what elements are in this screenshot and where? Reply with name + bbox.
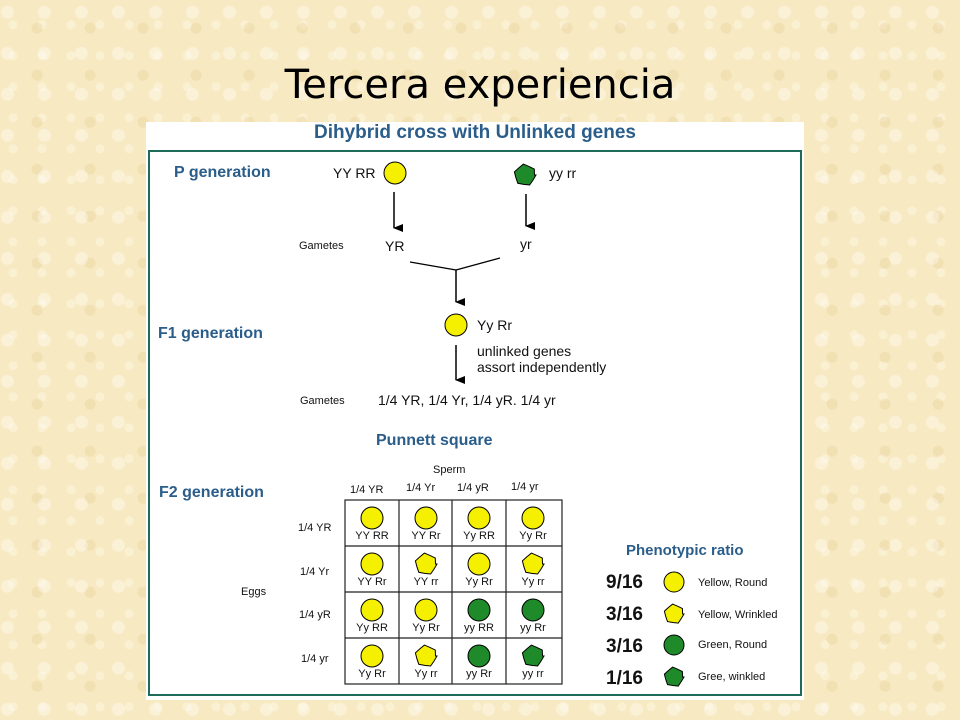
f1-gametes-list: 1/4 YR, 1/4 Yr, 1/4 yR. 1/4 yr — [378, 392, 556, 408]
punnett-cell-genotype: yy Rr — [520, 622, 546, 634]
egg-header-4: 1/4 yr — [301, 653, 329, 665]
punnett-cell-genotype: YY Rr — [357, 576, 387, 588]
f1-note-line1: unlinked genes — [477, 343, 572, 359]
sperm-header-1: 1/4 YR — [350, 484, 384, 496]
ratio-seed-icon — [663, 603, 685, 624]
f1-genotype: Yy Rr — [477, 317, 512, 333]
phenotype-label-3: Green, Round — [698, 639, 768, 651]
punnett-seed-icon — [414, 506, 438, 530]
phenotypic-ratio-title: Phenotypic ratio — [626, 542, 744, 559]
punnett-seed-icon — [467, 598, 491, 622]
phenotype-label-4: Gree, winkled — [698, 671, 766, 683]
f1-gametes-label: Gametes — [300, 395, 345, 407]
punnett-seed-icon — [360, 506, 384, 530]
punnett-title: Punnett square — [376, 432, 493, 449]
f1-generation-label: F1 generation — [158, 325, 263, 342]
punnett-cell-genotype: YY Rr — [411, 530, 441, 542]
ratio-value-3: 3/16 — [606, 636, 643, 657]
sperm-header-3: 1/4 yR — [457, 482, 489, 494]
eggs-label: Eggs — [241, 586, 267, 598]
punnett-cell-genotype: Yy RR — [463, 530, 495, 542]
gamete-merge-right — [455, 257, 501, 271]
punnett-seed-icon — [360, 598, 384, 622]
punnett-seed-icon — [521, 598, 545, 622]
punnett-cell-genotype: Yy Rr — [465, 576, 493, 588]
egg-header-2: 1/4 Yr — [300, 566, 330, 578]
sperm-header-2: 1/4 Yr — [406, 482, 436, 494]
p-gametes-label: Gametes — [299, 240, 344, 252]
f2-generation-label: F2 generation — [159, 484, 264, 501]
punnett-cell-genotype: Yy rr — [414, 668, 438, 680]
punnett-cell-genotype: Yy RR — [356, 622, 388, 634]
punnett-cell-genotype: yy rr — [522, 668, 544, 680]
punnett-grid — [344, 499, 563, 685]
parent1-seed-icon — [383, 161, 407, 185]
punnett-seed-icon — [414, 598, 438, 622]
f1-seed-icon — [444, 313, 468, 337]
punnett-seed-icon — [521, 506, 545, 530]
parent1-genotype: YY RR — [333, 165, 376, 181]
slide-title: Tercera experiencia — [284, 62, 676, 108]
parent2-genotype: yy rr — [549, 165, 577, 181]
punnett-cell-genotype: Yy rr — [521, 576, 545, 588]
punnett-seed-icon — [414, 644, 438, 667]
p-generation-label: P generation — [174, 164, 271, 181]
f1-note-line2: assort independently — [477, 359, 607, 375]
punnett-seed-icon — [360, 644, 384, 668]
phenotype-label-2: Yellow, Wrinkled — [698, 609, 778, 621]
p-gamete2: yr — [520, 236, 532, 252]
ratio-seed-icon — [663, 571, 685, 593]
punnett-seed-icon — [467, 644, 491, 668]
punnett-cell-genotype: YY rr — [413, 576, 439, 588]
punnett-cell-genotype: yy Rr — [466, 668, 492, 680]
egg-header-3: 1/4 yR — [299, 609, 331, 621]
ratio-seed-icon — [663, 666, 685, 687]
punnett-cell-genotype: Yy Rr — [519, 530, 547, 542]
sperm-header-4: 1/4 yr — [511, 481, 539, 493]
punnett-cell-genotype: Yy Rr — [412, 622, 440, 634]
punnett-cell-genotype: YY RR — [355, 530, 389, 542]
panel-title: Dihybrid cross with Unlinked genes — [313, 122, 636, 143]
sperm-label: Sperm — [433, 464, 466, 476]
ratio-value-4: 1/16 — [606, 668, 643, 689]
gamete-merge-left — [409, 261, 457, 271]
egg-header-1: 1/4 YR — [298, 522, 332, 534]
diagram-frame — [148, 150, 802, 696]
punnett-seed-icon — [467, 506, 491, 530]
punnett-cell-genotype: Yy Rr — [358, 668, 386, 680]
ratio-value-2: 3/16 — [606, 604, 643, 625]
ratio-value-1: 9/16 — [606, 572, 643, 593]
punnett-seed-icon — [521, 644, 545, 667]
p-gamete1: YR — [385, 238, 405, 254]
parent2-seed-icon — [513, 163, 537, 186]
ratio-seed-icon — [663, 634, 685, 656]
punnett-seed-icon — [521, 552, 545, 575]
punnett-seed-icon — [414, 552, 438, 575]
punnett-seed-icon — [360, 552, 384, 576]
phenotype-label-1: Yellow, Round — [698, 577, 768, 589]
punnett-seed-icon — [467, 552, 491, 576]
punnett-cell-genotype: yy RR — [464, 622, 494, 634]
